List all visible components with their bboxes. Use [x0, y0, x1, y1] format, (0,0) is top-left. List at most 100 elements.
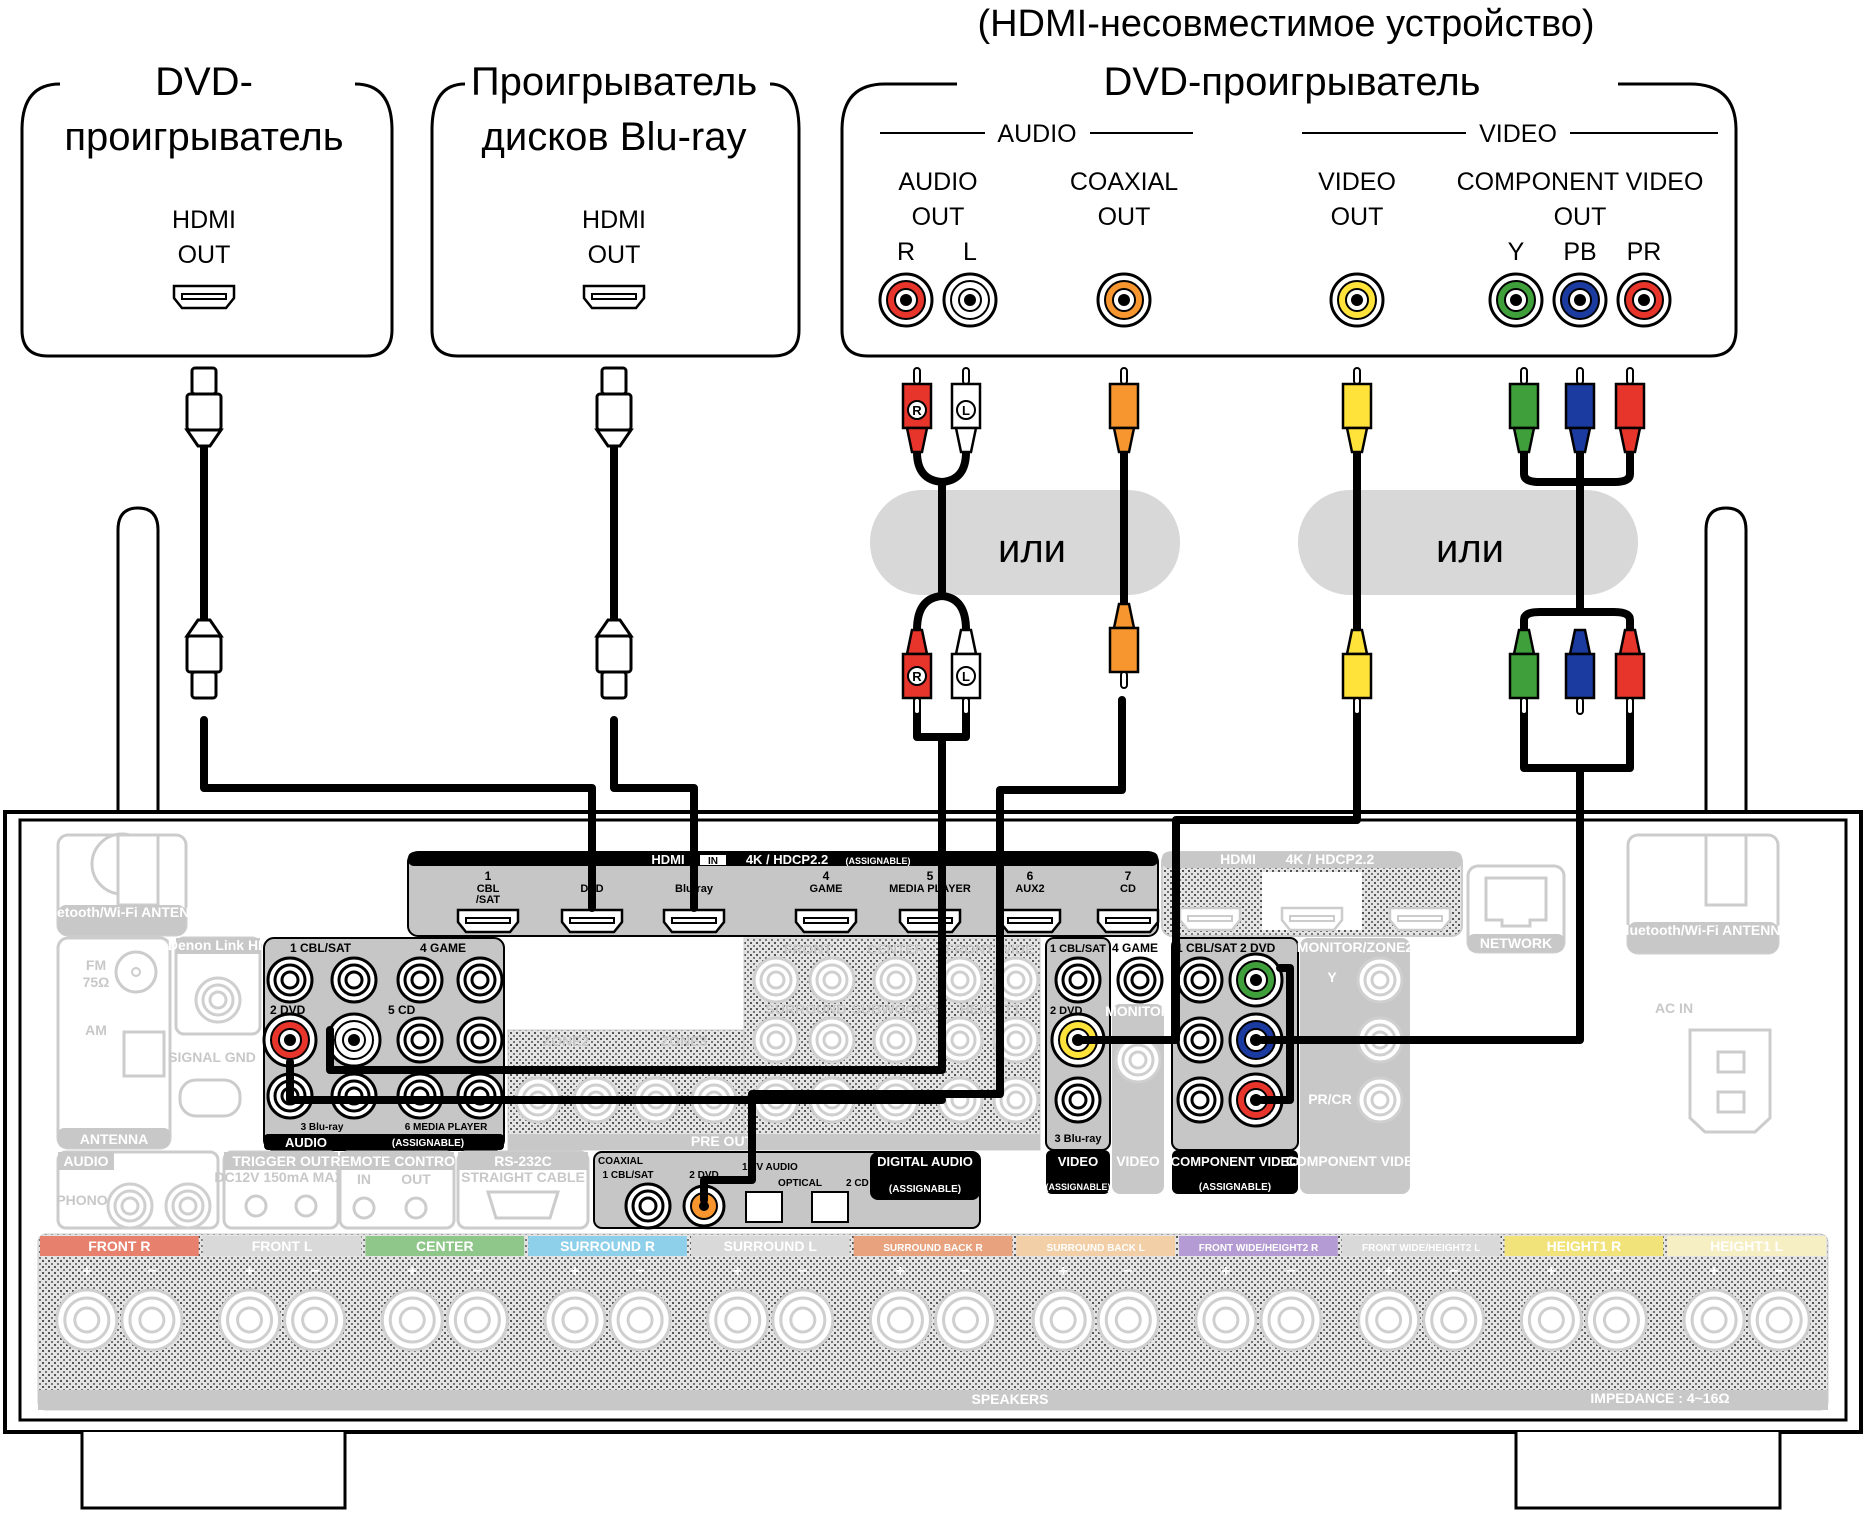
hdmi-in-tag: IN	[708, 856, 718, 867]
hdmi-out-port-icon	[172, 284, 236, 310]
hdmi-port-icon	[456, 908, 520, 934]
pre-out-zone3: ZONE3	[661, 1033, 708, 1049]
pre-out-jack	[808, 1016, 856, 1064]
hdmi-in-port-name: AUX2	[1015, 883, 1044, 895]
remote-title: REMOTE CONTROL	[331, 1153, 464, 1169]
hdmi-plug-top-dvd	[184, 366, 224, 448]
coaxial-label: COAXIAL	[598, 1156, 643, 1167]
hdmi-port-icon	[1096, 908, 1160, 934]
hdmi-in-title: HDMI	[651, 852, 684, 867]
speakers-title: SPEAKERS	[971, 1391, 1048, 1407]
hdmi-port-icon	[898, 908, 962, 934]
opt-in-1: 1 TV AUDIO	[742, 1162, 798, 1173]
audio-in-1: 1 CBL/SAT	[290, 941, 352, 955]
rca-plug-bottom-l: L	[950, 628, 982, 715]
plus-sign: +	[733, 1263, 742, 1280]
phono-title: AUDIO	[63, 1153, 108, 1169]
hdmi-port-icon	[794, 908, 858, 934]
hdmi-in-port-number: 7	[1125, 869, 1132, 883]
minus-sign: −	[473, 1263, 482, 1280]
video-plug-bottom	[1341, 628, 1373, 715]
hdmi-in-port-number: 6	[1027, 869, 1034, 883]
minus-sign: −	[635, 1263, 644, 1280]
speaker-channel-label: SURROUND BACK L	[1047, 1243, 1145, 1254]
component-in-1-jack	[1176, 956, 1224, 1004]
coax-plug-top	[1108, 367, 1140, 454]
minus-sign: −	[1124, 1263, 1133, 1280]
speaker-channel: FRONT WIDE/HEIGHT2 R+−	[1179, 1236, 1338, 1352]
trigger-out: TRIGGER OUT DC12V 150mA MAX.	[214, 1150, 348, 1230]
hdmi-in-port-number: 1	[485, 869, 492, 883]
coaxial-out-label: COAXIAL	[1070, 168, 1178, 196]
bt-antenna-label: Bluetooth/Wi-Fi ANTENNA	[34, 904, 209, 920]
antenna-terminals: FM 75Ω AM ANTENNA	[56, 936, 172, 1150]
component-cable-route	[1258, 764, 1584, 1044]
speaker-channel: SURROUND BACK L + −	[1016, 1236, 1176, 1352]
video-in-1: 1 CBL/SAT	[1050, 943, 1106, 955]
plug-channel-mark: L	[962, 403, 970, 418]
antenna-right-icon	[1704, 506, 1748, 810]
pre-out-front: FRONT	[784, 941, 833, 957]
impedance-label: IMPEDANCE : 4~16Ω	[1590, 1390, 1729, 1406]
component-in-title: COMPONENT VIDEO	[1171, 1154, 1300, 1169]
audio-in-jack	[396, 1016, 444, 1064]
rca-plug-top-l: L	[950, 367, 982, 454]
speaker-channel: HEIGHT1 R+−	[1504, 1236, 1664, 1352]
channel-l-label: L	[963, 238, 977, 266]
plus-sign: +	[1547, 1263, 1556, 1280]
hdmi-in-spec: 4K / HDCP2.2	[746, 852, 828, 867]
component-out-title: COMPONENT VIDEO	[1286, 1153, 1425, 1169]
pre-out-surround: SURROUND	[766, 1001, 847, 1017]
pre-out-subwoofer: SUBWOOFER	[852, 1001, 945, 1017]
audio-in-3: 3 Blu-ray	[301, 1122, 344, 1133]
group-video-label: VIDEO	[1479, 120, 1557, 148]
speaker-channel-label: FRONT L	[252, 1238, 313, 1254]
audio-in-jack	[396, 956, 444, 1004]
video-out-title: VIDEO	[1116, 1153, 1160, 1169]
antenna-left-icon	[116, 506, 160, 810]
video-in-4-jack	[1116, 956, 1164, 1004]
bt-antenna-label: Bluetooth/Wi-Fi ANTENNA	[1615, 922, 1790, 938]
hdmi-in-port-number: 5	[927, 869, 934, 883]
component-plug-bottom-pb	[1564, 628, 1596, 715]
speaker-channel-label: FRONT R	[88, 1238, 150, 1254]
device-title-line1: DVD-	[155, 60, 253, 104]
speaker-channel-label: FRONT WIDE/HEIGHT2 R	[1199, 1243, 1319, 1254]
pre-out-jack	[872, 1016, 920, 1064]
hdmi-route-bluray	[610, 716, 698, 912]
hdmi-port-icon	[662, 908, 726, 934]
rca-plug-bottom-r: R	[901, 628, 933, 715]
hdmi-in-port-number: 4	[823, 869, 830, 883]
speaker-channel: HEIGHT1 L+−	[1667, 1236, 1826, 1352]
coaxial-out-label2: OUT	[1098, 203, 1151, 231]
pre-out-panel: ZONE2 ZONE3 FRONT CENTER FRONT WIDE SURR…	[507, 937, 1041, 1151]
plus-sign: +	[1059, 1263, 1068, 1280]
ac-in-label: AC IN	[1655, 1000, 1693, 1016]
video-cable-route	[1074, 696, 1361, 1044]
ac-in-socket	[1688, 1028, 1772, 1134]
component-y-jack	[1488, 272, 1544, 328]
rs232-title: RS-232C	[494, 1153, 552, 1169]
speaker-channel-label: FRONT WIDE/HEIGHT2 L	[1362, 1243, 1480, 1254]
pre-out-front-wide: FRONT WIDE	[946, 941, 1035, 957]
or-pill-video	[1298, 490, 1638, 595]
pre-out-jack	[752, 956, 800, 1004]
video-in-title: VIDEO	[1058, 1154, 1098, 1169]
plug-channel-mark: R	[912, 403, 922, 418]
audio-in-4: 4 GAME	[420, 941, 466, 955]
speaker-channel: FRONT L+−	[202, 1236, 362, 1352]
component-out-y: Y	[1327, 969, 1337, 985]
port-label-line1: HDMI	[172, 206, 236, 234]
hdmi-in-port-name: GAME	[810, 883, 843, 895]
component-plug-bottom-y	[1508, 628, 1540, 715]
component-out-label: COMPONENT VIDEO	[1457, 168, 1704, 196]
coax-in-2: 2 DVD	[689, 1170, 718, 1181]
pre-out-height1: HEIGHT1	[960, 1001, 1021, 1017]
audio-out-label: AUDIO	[898, 168, 977, 196]
audio-in-title: AUDIO	[285, 1135, 327, 1150]
component-out-panel: MONITOR/ZONE2 Y PR/CR COMPONENT VIDEO	[1286, 938, 1425, 1194]
audio-y-bottom	[913, 696, 970, 741]
plus-sign: +	[570, 1263, 579, 1280]
